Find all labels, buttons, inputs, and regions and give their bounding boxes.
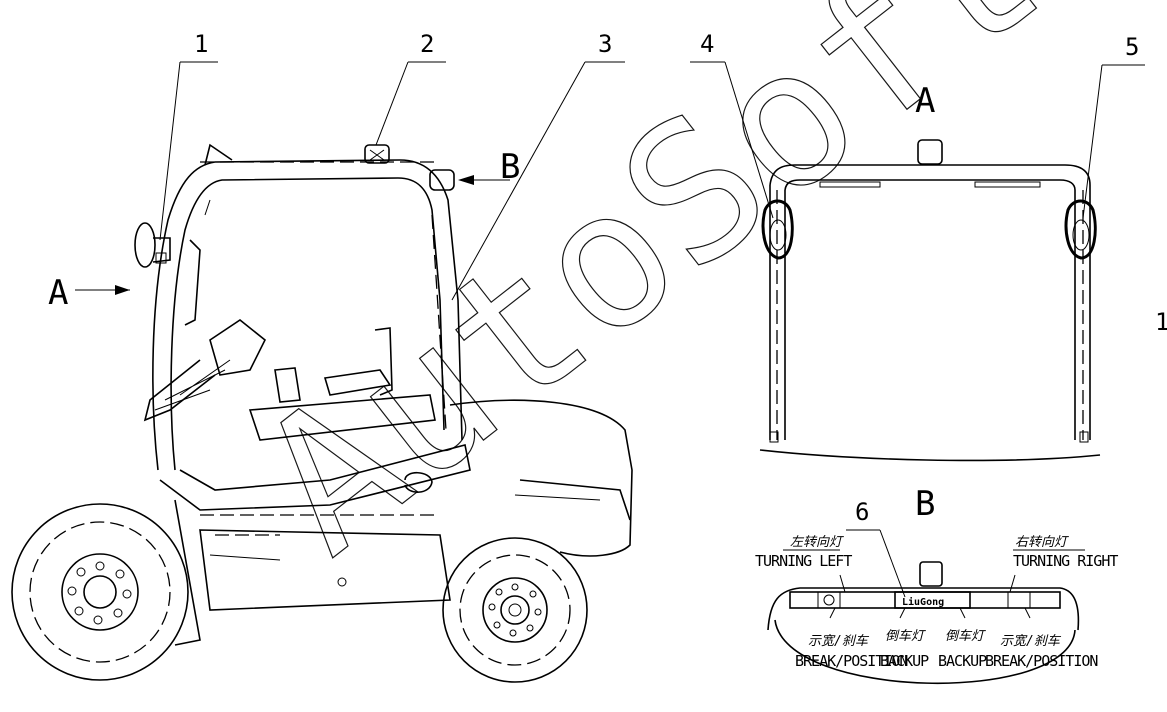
callout-4: 4 xyxy=(700,30,714,58)
backup-right-label: BACKUP xyxy=(938,652,987,670)
turning-right-cn: 右转向灯 xyxy=(1015,535,1069,550)
view-a-detail xyxy=(759,139,1101,462)
turning-right-label: TURNING RIGHT xyxy=(1013,552,1118,570)
callout-3: 3 xyxy=(598,30,612,58)
view-b-title: B xyxy=(915,484,935,524)
backup-right-cn: 倒车灯 xyxy=(945,629,986,644)
view-a-title: A xyxy=(915,81,935,121)
annotations: 1 2 3 4 5 6 A B A B 左转向灯 TURNING LEFT 右转… xyxy=(48,30,1167,670)
edge-mark: 1 xyxy=(1155,308,1167,336)
view-b-detail xyxy=(767,549,1085,685)
callout-5: 5 xyxy=(1125,33,1139,61)
view-b-arrow-label: B xyxy=(500,147,520,187)
callout-leaders xyxy=(75,61,1145,598)
callout-2: 2 xyxy=(420,30,434,58)
callout-1: 1 xyxy=(194,30,208,58)
forklift-side-view xyxy=(11,143,633,683)
brake-right-cn: 示宽/刹车 xyxy=(1000,633,1062,649)
turning-left-label: TURNING LEFT xyxy=(755,552,852,570)
lamp-brand-text: LiuGong xyxy=(902,596,944,608)
turning-left-cn: 左转向灯 xyxy=(790,535,844,550)
brake-left-label: BREAK/POSITION xyxy=(795,652,908,670)
backup-left-label: BACKUP xyxy=(880,652,929,670)
brake-left-cn: 示宽/刹车 xyxy=(808,633,870,649)
backup-left-cn: 倒车灯 xyxy=(885,629,926,644)
callout-6: 6 xyxy=(855,498,869,526)
brake-right-label: BREAK/POSITION xyxy=(985,652,1098,670)
watermark: AutoSoft xyxy=(221,0,1079,596)
svg-text:AutoSoft: AutoSoft xyxy=(222,0,1079,595)
view-a-arrow-label: A xyxy=(48,273,68,313)
